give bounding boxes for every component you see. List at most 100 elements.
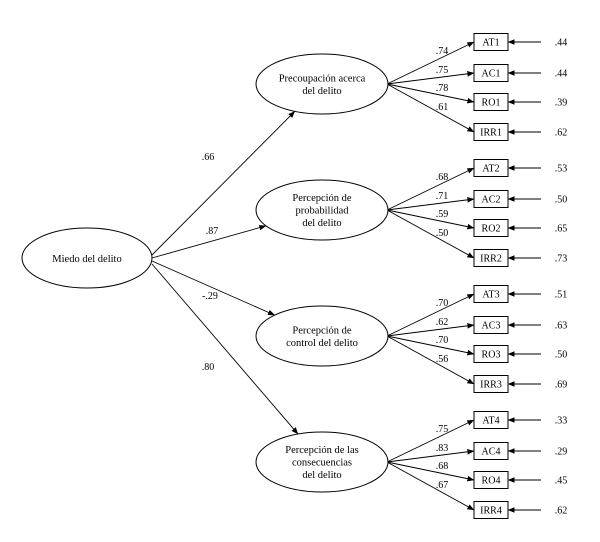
loading-value: .59 — [436, 209, 449, 220]
indicator-name: RO3 — [482, 350, 501, 361]
loading-arrow — [386, 419, 475, 463]
indicator-box — [473, 93, 509, 111]
factor-label: del delito — [302, 470, 341, 481]
loading-value: .75 — [436, 424, 449, 435]
error-value: .50 — [555, 350, 568, 361]
path-arrow — [151, 111, 296, 256]
factor-label: Percepción de las — [285, 445, 358, 456]
indicator-box — [473, 33, 509, 51]
error-value: .29 — [555, 447, 568, 458]
factor-label: del delito — [302, 218, 341, 229]
root-label: Miedo del delito — [52, 254, 121, 265]
indicator-box — [473, 375, 509, 393]
loading-value: .56 — [436, 354, 449, 365]
indicator-box — [473, 123, 509, 141]
indicator-box — [473, 316, 509, 334]
loading-arrow — [386, 293, 475, 337]
error-value: .63 — [555, 321, 568, 332]
indicator-name: RO1 — [482, 98, 501, 109]
indicator-name: IRR3 — [480, 380, 502, 391]
indicator-name: AC4 — [482, 447, 501, 458]
factor-ellipse — [255, 305, 389, 367]
loading-arrow — [386, 71, 475, 85]
loading-value: .83 — [436, 443, 449, 454]
error-value: .53 — [555, 164, 568, 175]
factor-label: Precoupación acerca — [279, 73, 366, 84]
indicator-box — [473, 345, 509, 363]
loading-arrow — [386, 209, 475, 230]
indicator-name: RO2 — [482, 224, 501, 235]
indicator-box — [473, 219, 509, 237]
indicator-name: AT4 — [482, 416, 499, 427]
loading-arrow — [386, 335, 475, 385]
path-coefficient: .80 — [202, 362, 215, 373]
root-node: Miedo del delito — [21, 227, 153, 289]
loading-arrow — [386, 167, 475, 211]
loading-arrow — [386, 41, 475, 85]
indicator-box — [473, 159, 509, 177]
loading-arrow — [386, 461, 475, 482]
error-value: .69 — [555, 380, 568, 391]
indicator-box — [473, 64, 509, 82]
error-value: .51 — [555, 290, 568, 301]
indicator-name: RO4 — [482, 476, 501, 487]
loading-value: .70 — [436, 335, 449, 346]
loading-value: .75 — [436, 65, 449, 76]
indicator-box — [473, 471, 509, 489]
error-value: .45 — [555, 476, 568, 487]
loading-value: .71 — [436, 191, 449, 202]
loading-value: .68 — [436, 461, 449, 472]
path-arrow — [151, 260, 275, 316]
loading-value: .50 — [436, 228, 449, 239]
loading-arrow — [386, 323, 475, 337]
path-coefficient: -.29 — [202, 291, 218, 302]
factor-ellipse — [255, 431, 389, 493]
factor-label: control del delito — [286, 338, 358, 349]
indicator-name: AC3 — [482, 321, 501, 332]
error-value: .44 — [555, 69, 568, 80]
indicator-box — [473, 442, 509, 460]
indicator-box — [473, 190, 509, 208]
factor-ellipse — [255, 53, 389, 115]
indicator-name: IRR1 — [480, 128, 502, 139]
paths-layer — [151, 39, 541, 513]
indicator-name: AT1 — [482, 38, 499, 49]
path-coefficient: .87 — [206, 226, 219, 237]
loading-value: .62 — [436, 317, 449, 328]
loading-value: .61 — [436, 102, 449, 113]
indicator-name: IRR2 — [480, 254, 502, 265]
loading-value: .68 — [436, 172, 449, 183]
error-value: .44 — [555, 38, 568, 49]
nodes-layer — [255, 33, 509, 519]
indicator-name: AT3 — [482, 290, 499, 301]
error-value: .33 — [555, 416, 568, 427]
path-arrow — [151, 263, 299, 435]
path-arrow — [151, 224, 267, 259]
indicator-name: AC2 — [482, 195, 501, 206]
loading-arrow — [386, 461, 475, 511]
path-coefficient: .66 — [202, 152, 215, 163]
error-value: .62 — [555, 128, 568, 139]
loading-arrow — [386, 449, 475, 463]
loading-arrow — [386, 335, 475, 356]
indicator-name: AC1 — [482, 69, 501, 80]
loading-arrow — [386, 209, 475, 259]
factor-label: probabilidad — [295, 206, 349, 217]
loading-value: .70 — [436, 298, 449, 309]
factor-label: del delito — [302, 86, 341, 97]
loading-value: .74 — [436, 46, 449, 57]
factor-ellipse — [255, 179, 389, 241]
loading-arrow — [386, 197, 475, 211]
indicator-name: AT2 — [482, 164, 499, 175]
indicator-box — [473, 501, 509, 519]
indicator-box — [473, 285, 509, 303]
indicator-box — [473, 249, 509, 267]
factor-label: consecuencias — [292, 458, 352, 469]
loading-arrow — [386, 83, 475, 104]
error-value: .73 — [555, 254, 568, 265]
error-value: .39 — [555, 98, 568, 109]
factor-label: Percepción de — [292, 193, 352, 204]
loading-arrow — [386, 83, 475, 133]
labels-layer: .66 Precoupación acerca del delito AT1 .74 .4… — [202, 38, 568, 517]
